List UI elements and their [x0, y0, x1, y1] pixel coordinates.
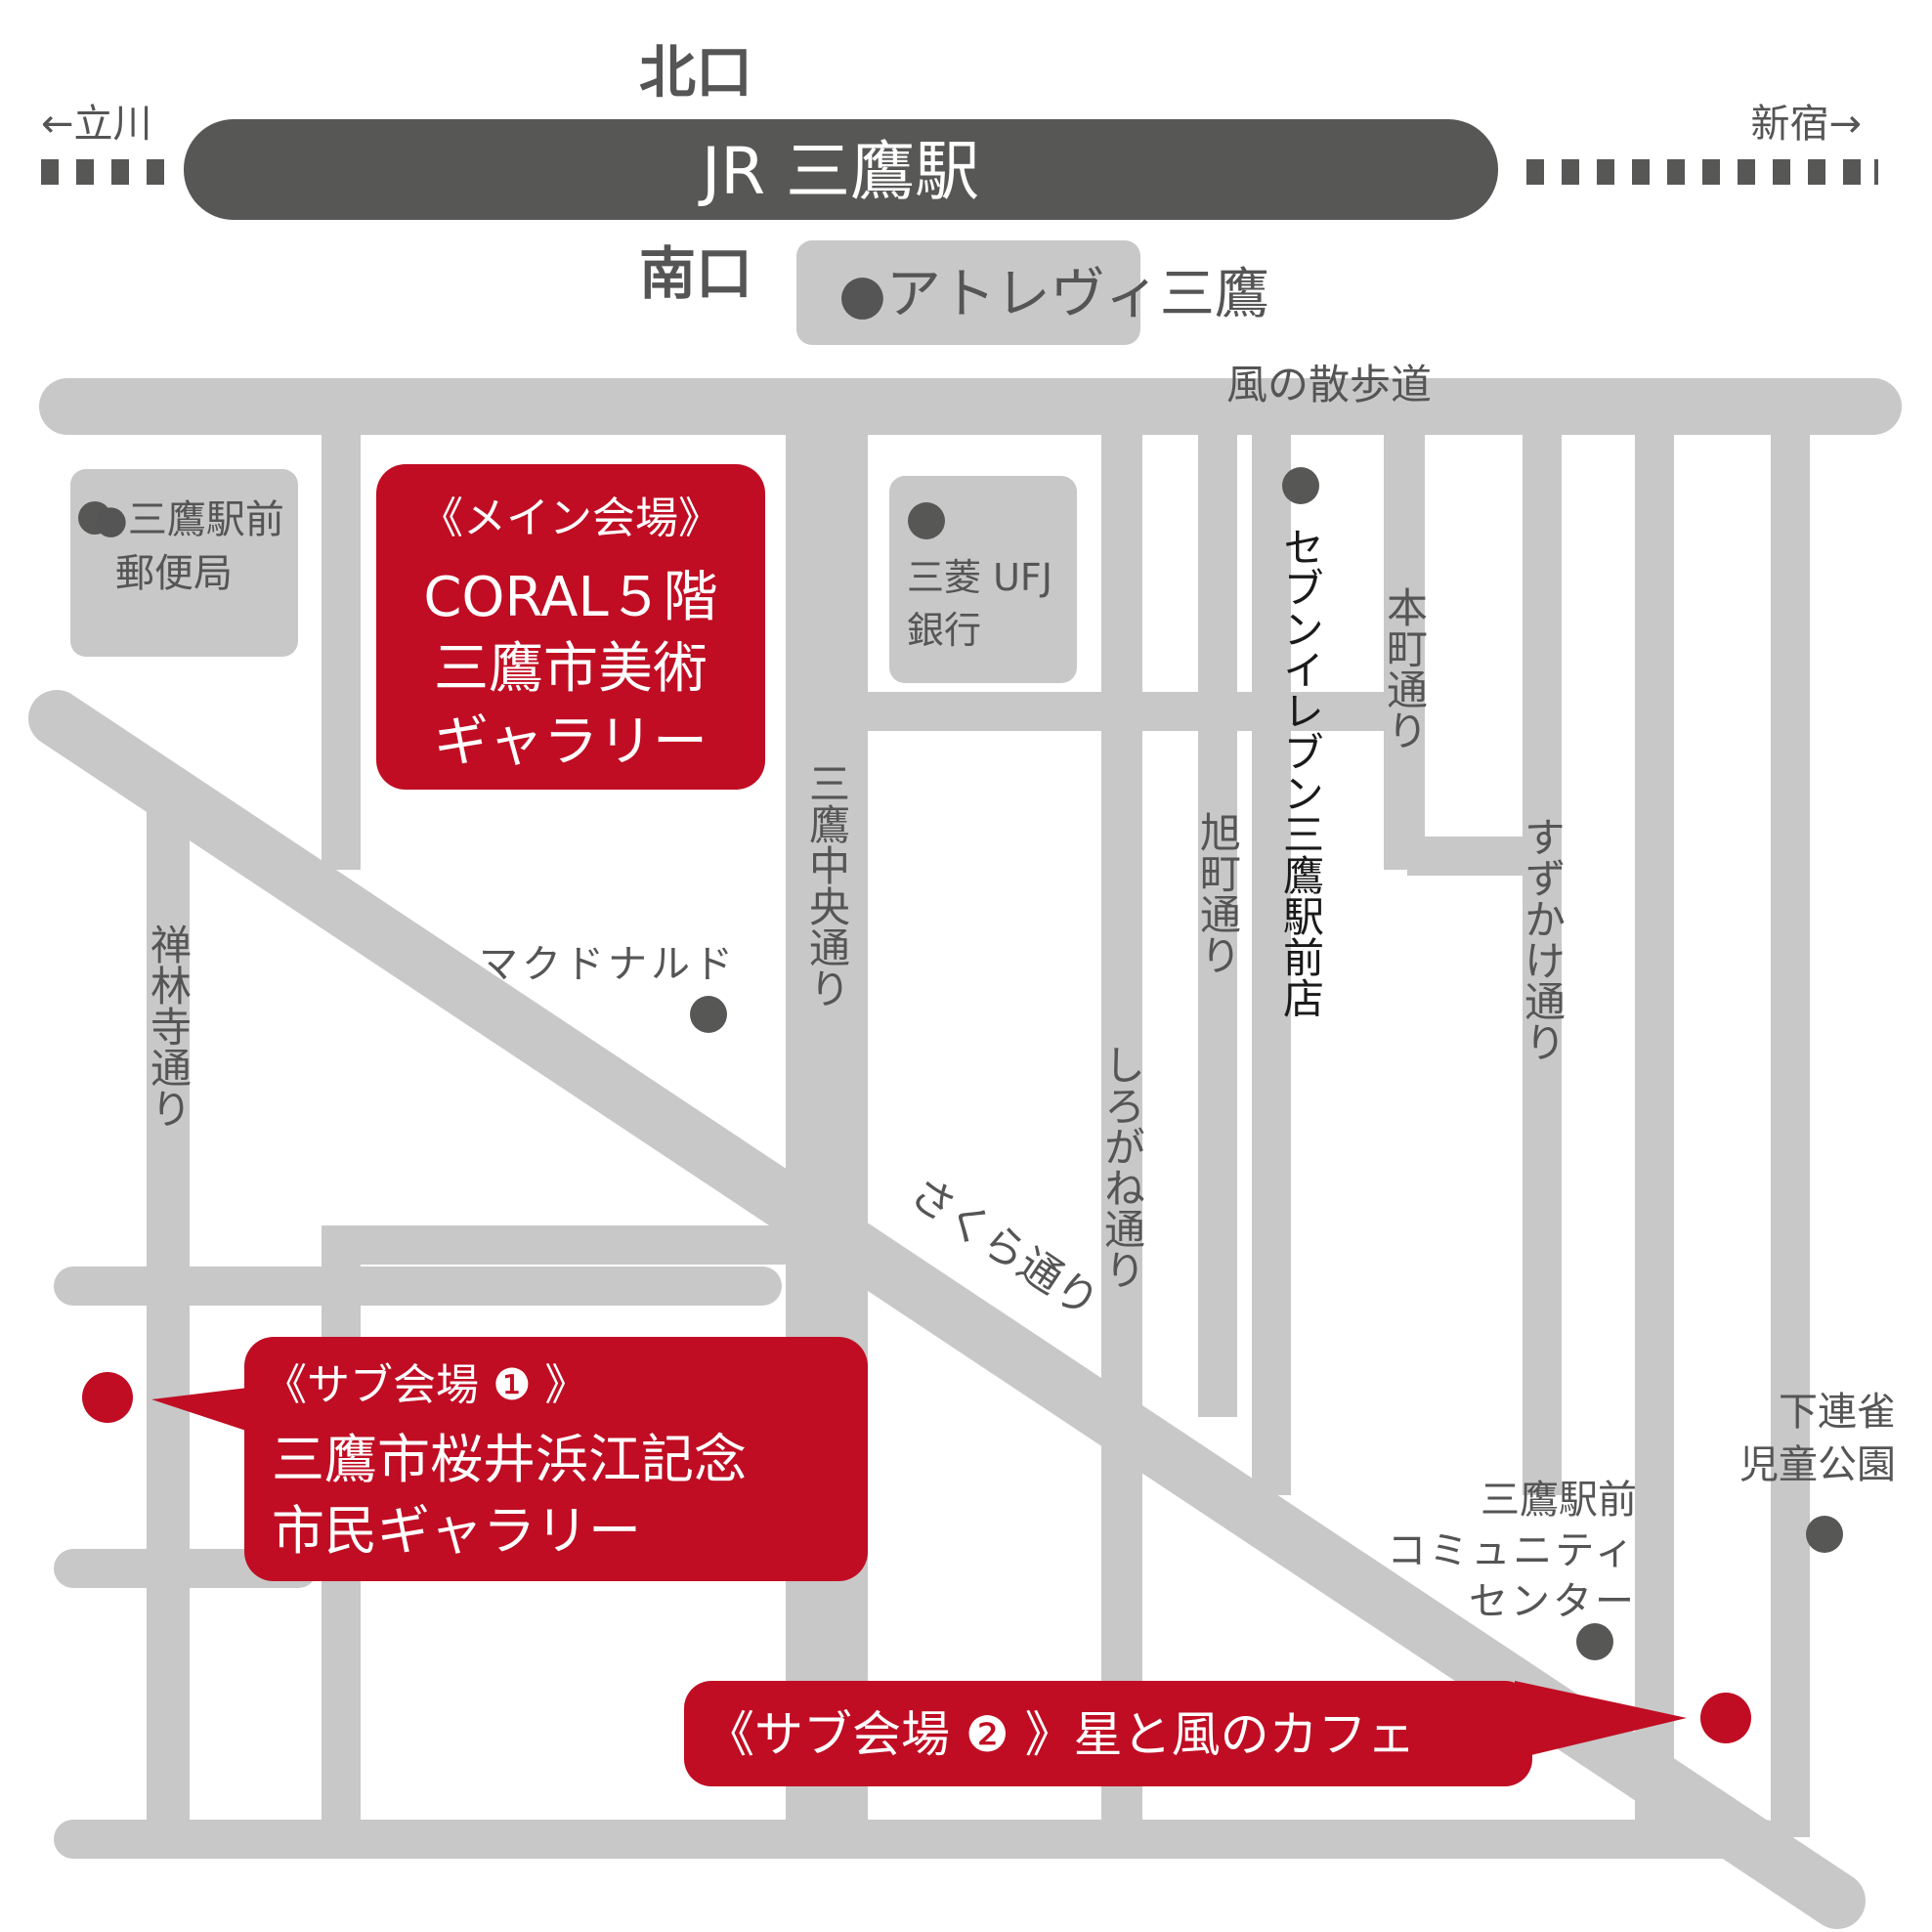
main-venue-label-3: 三鷹市美術 — [434, 637, 708, 701]
seven-eleven-dot — [1282, 467, 1319, 504]
mcdonalds-dot — [690, 996, 727, 1033]
honcho-street-label: 本町通り — [1381, 586, 1429, 751]
main-venue-label-4: ギャラリー — [434, 710, 708, 774]
railway-track — [41, 159, 1878, 185]
shirogane-street-label: しろがね通り — [1098, 1044, 1146, 1290]
sub-venue-1-pointer — [151, 1386, 264, 1437]
road-network — [39, 378, 1902, 1859]
park-label-1: 下連雀 — [1779, 1390, 1896, 1435]
direction-tachikawa: ←立川 — [41, 102, 152, 147]
atre-label: ●アトレヴィ三鷹 — [838, 263, 1269, 326]
seven-eleven-label: セブンイレブン三鷹駅前店 — [1277, 526, 1325, 1018]
sub-venue-1-label-1: 《サブ会場 ❶ 》 — [264, 1360, 587, 1410]
community-center-label-1: 三鷹駅前 — [1481, 1478, 1637, 1523]
main-venue-label-2: CORAL５階 — [423, 566, 717, 629]
sub-venue-2-box — [684, 1681, 1532, 1786]
community-center-dot — [1576, 1623, 1613, 1660]
bank-label-1: 三菱 UFJ — [907, 556, 1052, 599]
sub-venue-1-label-3: 市民ギャラリー — [272, 1500, 641, 1562]
park-dot — [1806, 1516, 1843, 1553]
suzukake-street-label: すずかけ通り — [1519, 816, 1567, 1062]
park-label-2: 児童公園 — [1739, 1442, 1896, 1487]
sub-venue-1-marker — [82, 1372, 133, 1423]
bank-dot — [908, 502, 945, 539]
bank-label-2: 銀行 — [907, 609, 981, 652]
sub-venue-2-label: 《サブ会場 ❷ 》星と風のカフェ — [706, 1706, 1416, 1763]
sub-venue-1-box — [244, 1337, 868, 1581]
post-office-dot — [78, 501, 111, 535]
south-exit-label: 南口 — [639, 240, 752, 307]
sub-venue-1-label-2: 三鷹市桜井浜江記念 — [272, 1429, 747, 1490]
north-exit-label: 北口 — [639, 39, 752, 106]
post-office-label-2: 郵便局 — [115, 551, 233, 596]
main-venue-box — [376, 464, 765, 790]
post-office-building — [70, 469, 298, 657]
mitaka-chuo-street-label: 三鷹中央通り — [803, 762, 851, 1009]
zenrinji-street-label: 禅林寺通り — [145, 923, 193, 1129]
atre-building — [796, 240, 1140, 345]
station-bar — [184, 119, 1498, 220]
kaze-promenade-label: 風の散歩道 — [1226, 361, 1432, 408]
main-venue-label-1: 《メイン会場》 — [420, 494, 721, 543]
post-office-label-1: ●三鷹駅前 — [94, 497, 284, 542]
community-center-label-2: コミュニティ — [1387, 1528, 1637, 1573]
asahicho-street-label: 旭町通り — [1194, 811, 1242, 975]
mcdonalds-label: マクドナルド — [479, 942, 737, 987]
sub-venue-2-pointer — [1515, 1681, 1687, 1759]
station-name: JR 三鷹駅 — [698, 134, 979, 209]
direction-shinjuku: 新宿→ — [1750, 102, 1862, 147]
sub-venue-2-marker — [1700, 1693, 1751, 1743]
community-center-label-3: センター — [1469, 1579, 1637, 1624]
